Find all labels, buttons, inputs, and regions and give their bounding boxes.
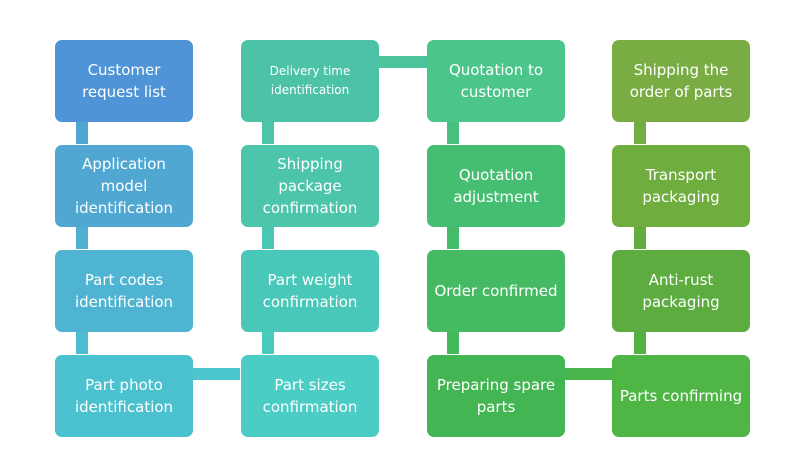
box-label: Application model identification xyxy=(74,155,174,217)
box-label: Part photo identification xyxy=(74,376,174,416)
box-label: Part weight confirmation xyxy=(262,271,358,311)
connector-c1-1-2 xyxy=(76,122,88,144)
connector-c4-3-4 xyxy=(634,332,646,354)
box-label: Delivery time identification xyxy=(269,64,351,97)
connector-c2-1-2 xyxy=(262,122,274,144)
box-part-sizes-confirmation: Part sizes confirmation xyxy=(241,355,379,437)
box-part-weight-confirmation: Part weight confirmation xyxy=(241,250,379,332)
box-transport-packaging: Transport packaging xyxy=(612,145,750,227)
connector-c3-3-4 xyxy=(447,332,459,354)
box-application-model-identification: Application model identification xyxy=(55,145,193,227)
box-parts-confirming: Parts confirming xyxy=(612,355,750,437)
box-customer-request-list: Customer request list xyxy=(55,40,193,122)
connector-c3-1-2 xyxy=(447,122,459,144)
box-label: Part sizes confirmation xyxy=(262,376,358,416)
box-delivery-time-identification: Delivery time identification xyxy=(241,40,379,122)
connector-row4-c1-c2 xyxy=(192,368,240,380)
connector-c2-3-4 xyxy=(262,332,274,354)
box-part-photo-identification: Part photo identification xyxy=(55,355,193,437)
connector-c1-2-3 xyxy=(76,227,88,249)
box-quotation-to-customer: Quotation to customer xyxy=(427,40,565,122)
box-label: Shipping package confirmation xyxy=(262,155,358,217)
connector-row4-c3-c4 xyxy=(565,368,613,380)
box-label: Shipping the order of parts xyxy=(629,61,733,101)
box-part-codes-identification: Part codes identification xyxy=(55,250,193,332)
box-shipping-package-confirmation: Shipping package confirmation xyxy=(241,145,379,227)
box-label: Anti-rust packaging xyxy=(642,271,720,311)
box-order-confirmed: Order confirmed xyxy=(427,250,565,332)
box-label: Order confirmed xyxy=(434,282,558,300)
connector-row1-c2-c3 xyxy=(379,56,427,68)
box-anti-rust-packaging: Anti-rust packaging xyxy=(612,250,750,332)
box-shipping-the-order-of-parts: Shipping the order of parts xyxy=(612,40,750,122)
box-label: Preparing spare parts xyxy=(436,376,556,416)
box-label: Parts confirming xyxy=(619,387,743,405)
box-label: Customer request list xyxy=(82,61,166,101)
connector-c2-2-3 xyxy=(262,227,274,249)
box-quotation-adjustment: Quotation adjustment xyxy=(427,145,565,227)
box-label: Quotation adjustment xyxy=(453,166,539,206)
connector-c3-2-3 xyxy=(447,227,459,249)
box-preparing-spare-parts: Preparing spare parts xyxy=(427,355,565,437)
box-label: Transport packaging xyxy=(642,166,720,206)
connector-c4-2-3 xyxy=(634,227,646,249)
connector-c4-1-2 xyxy=(634,122,646,144)
box-label: Quotation to customer xyxy=(448,61,544,101)
box-label: Part codes identification xyxy=(74,271,174,311)
connector-c1-3-4 xyxy=(76,332,88,354)
